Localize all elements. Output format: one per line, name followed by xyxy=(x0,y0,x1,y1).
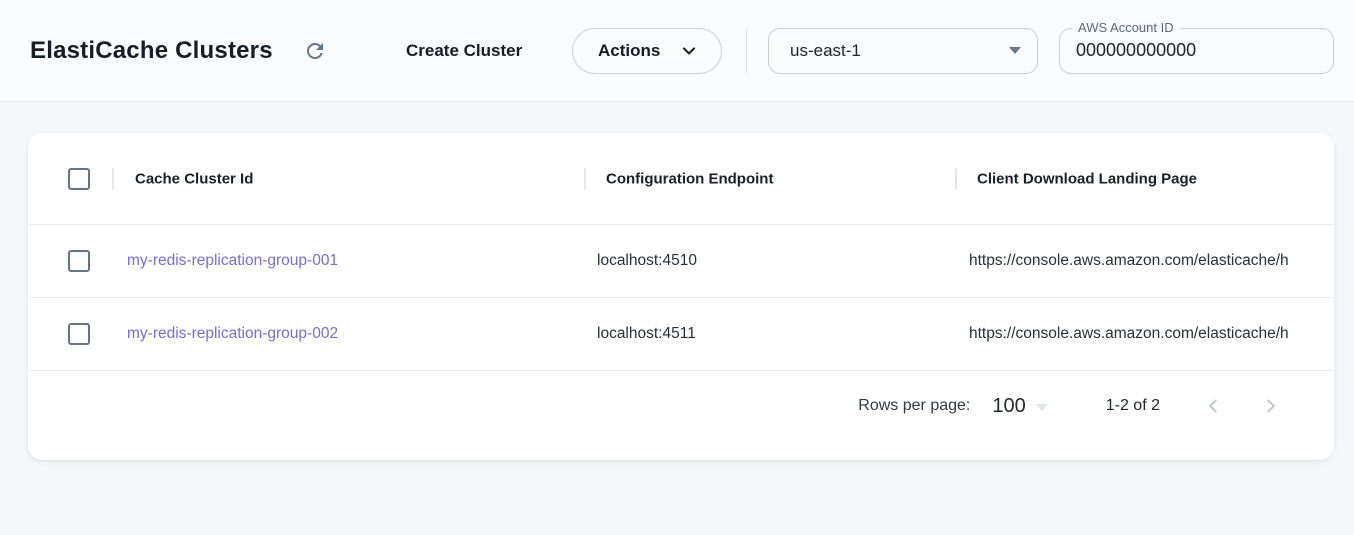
refresh-button[interactable] xyxy=(301,37,329,65)
create-cluster-button[interactable]: Create Cluster xyxy=(406,40,523,60)
toolbar-divider xyxy=(746,28,747,73)
column-divider xyxy=(112,167,114,190)
refresh-icon xyxy=(303,39,327,63)
table-pagination: Rows per page: 100 1-2 of 2 xyxy=(28,371,1334,441)
table-header-row: Cache Cluster Id Configuration Endpoint … xyxy=(28,133,1334,225)
actions-button-label: Actions xyxy=(598,40,661,60)
aws-account-id-input[interactable] xyxy=(1076,28,1316,73)
chevron-left-icon xyxy=(1202,395,1224,417)
column-divider xyxy=(584,167,586,190)
column-header-client-download-landing-page: Client Download Landing Page xyxy=(977,170,1198,187)
aws-account-id-field: AWS Account ID xyxy=(1059,19,1334,74)
region-select[interactable]: us-east-1 xyxy=(768,27,1038,74)
previous-page-button[interactable] xyxy=(1198,391,1228,421)
client-download-landing-page-cell: https://console.aws.amazon.com/elasticac… xyxy=(969,252,1289,269)
clusters-table-card: Cache Cluster Id Configuration Endpoint … xyxy=(28,133,1334,460)
column-header-configuration-endpoint: Configuration Endpoint xyxy=(606,170,774,187)
row-checkbox[interactable] xyxy=(68,250,90,272)
column-divider xyxy=(955,167,957,190)
pagination-range-label: 1-2 of 2 xyxy=(1105,397,1160,414)
caret-down-icon xyxy=(1009,47,1021,54)
select-all-checkbox[interactable] xyxy=(68,167,90,190)
table-row: my-redis-replication-group-001 localhost… xyxy=(28,225,1334,298)
region-selected-value: us-east-1 xyxy=(790,40,861,60)
app-toolbar: ElastiCache Clusters Create Cluster Acti… xyxy=(0,0,1354,102)
column-header-cache-cluster-id: Cache Cluster Id xyxy=(135,170,254,187)
cache-cluster-id-link[interactable]: my-redis-replication-group-002 xyxy=(127,325,339,342)
chevron-down-icon xyxy=(679,41,699,61)
rows-per-page-value: 100 xyxy=(992,394,1026,417)
next-page-button[interactable] xyxy=(1256,391,1286,421)
chevron-right-icon xyxy=(1260,395,1282,417)
rows-per-page-select[interactable]: 100 xyxy=(992,394,1048,418)
page-title: ElastiCache Clusters xyxy=(30,36,273,64)
rows-per-page-label: Rows per page: xyxy=(858,397,971,414)
configuration-endpoint-cell: localhost:4510 xyxy=(597,252,697,269)
client-download-landing-page-cell: https://console.aws.amazon.com/elasticac… xyxy=(969,325,1289,342)
table-row: my-redis-replication-group-002 localhost… xyxy=(28,298,1334,371)
cache-cluster-id-link[interactable]: my-redis-replication-group-001 xyxy=(127,252,339,269)
caret-down-icon xyxy=(1035,404,1048,411)
configuration-endpoint-cell: localhost:4511 xyxy=(597,325,696,342)
actions-button[interactable]: Actions xyxy=(572,27,722,74)
row-checkbox[interactable] xyxy=(68,323,90,345)
